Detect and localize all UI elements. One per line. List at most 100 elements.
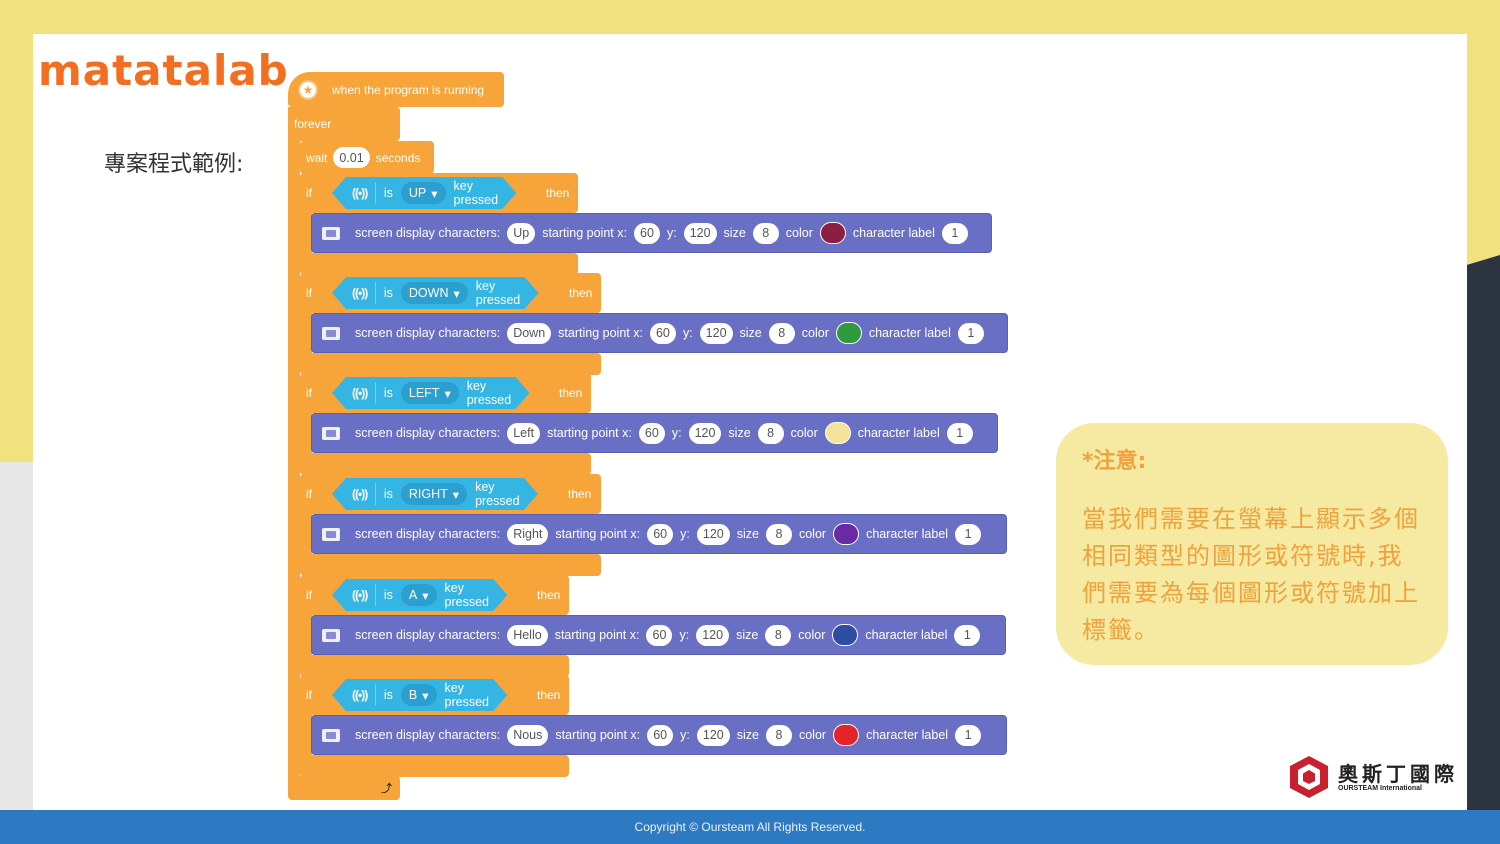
character-label-label: character label (866, 527, 949, 541)
character-label-input[interactable]: 1 (954, 624, 981, 646)
screen-display-label: screen display characters: (355, 326, 501, 340)
color-swatch[interactable] (833, 523, 860, 545)
key-dropdown[interactable]: RIGHT ▾ (401, 483, 467, 505)
y-label: y: (666, 226, 677, 240)
broadcast-icon: ((•)) (352, 186, 368, 200)
divider (375, 684, 376, 706)
character-label-input[interactable]: 1 (957, 322, 984, 344)
size-input[interactable]: 8 (765, 724, 792, 746)
size-input[interactable]: 8 (757, 422, 784, 444)
size-input[interactable]: 8 (765, 523, 792, 545)
y-input[interactable]: 120 (699, 322, 733, 344)
y-input[interactable]: 120 (696, 523, 730, 545)
x-input[interactable]: 60 (647, 724, 674, 746)
y-input[interactable]: 120 (688, 422, 722, 444)
text-input[interactable]: Nous (507, 724, 549, 746)
when-program-running-block[interactable]: ★ when the program is running (288, 72, 504, 107)
forever-arm (288, 138, 300, 778)
y-label: y: (680, 527, 690, 541)
x-input[interactable]: 60 (638, 422, 665, 444)
hat-label: when the program is running (332, 82, 485, 97)
wait-block[interactable]: wait 0.01 seconds (300, 141, 434, 174)
character-label-label: character label (857, 426, 940, 440)
key-pressed-sensor[interactable]: ((•)) is UP ▾ key pressed (332, 177, 516, 209)
divider (375, 584, 376, 606)
wait-label: wait (306, 150, 328, 165)
screen-icon (322, 226, 340, 240)
screen-display-block[interactable]: screen display characters: Right startin… (311, 514, 1007, 554)
color-swatch[interactable] (819, 222, 846, 244)
size-input[interactable]: 8 (765, 624, 792, 646)
starting-point-label: starting point x: (542, 226, 627, 240)
if-arm (300, 411, 312, 455)
screen-display-block[interactable]: screen display characters: Down starting… (311, 313, 1008, 353)
screen-display-block[interactable]: screen display characters: Hello startin… (311, 615, 1006, 655)
text-input[interactable]: Hello (507, 624, 548, 646)
key-pressed-sensor[interactable]: ((•)) is RIGHT ▾ key pressed (332, 478, 538, 510)
text-input[interactable]: Down (507, 322, 552, 344)
key-value: LEFT (408, 386, 440, 400)
y-label: y: (682, 326, 693, 340)
color-swatch[interactable] (832, 624, 859, 646)
size-label: size (736, 628, 759, 642)
screen-icon (322, 426, 340, 440)
if-foot (300, 755, 569, 777)
character-label-input[interactable]: 1 (946, 422, 973, 444)
is-label: is (383, 386, 393, 400)
then-label: then (569, 286, 593, 300)
broadcast-icon: ((•)) (352, 386, 368, 400)
screen-display-block[interactable]: screen display characters: Nous starting… (311, 715, 1007, 755)
forever-block[interactable]: forever (288, 107, 400, 141)
x-input[interactable]: 60 (633, 222, 660, 244)
key-dropdown[interactable]: DOWN ▾ (401, 282, 468, 304)
screen-display-block[interactable]: screen display characters: Up starting p… (311, 213, 992, 253)
color-label: color (798, 628, 826, 642)
wait-value-input[interactable]: 0.01 (333, 147, 370, 168)
y-input[interactable]: 120 (696, 624, 730, 646)
is-label: is (383, 487, 393, 501)
size-input[interactable]: 8 (752, 222, 779, 244)
key-dropdown[interactable]: B ▾ (401, 684, 437, 706)
color-label: color (798, 527, 827, 541)
key-pressed-label: key pressed (475, 480, 520, 508)
y-input[interactable]: 120 (683, 222, 717, 244)
color-swatch[interactable] (833, 724, 860, 746)
oursteam-logo-icon (1290, 756, 1328, 798)
company-name-en: OURSTEAM International (1338, 785, 1423, 792)
text-input[interactable]: Left (507, 422, 541, 444)
key-pressed-sensor[interactable]: ((•)) is B ▾ key pressed (332, 679, 507, 711)
x-input[interactable]: 60 (649, 322, 676, 344)
key-pressed-sensor[interactable]: ((•)) is LEFT ▾ key pressed (332, 377, 530, 409)
x-input[interactable]: 60 (647, 523, 674, 545)
text-input[interactable]: Right (507, 523, 549, 545)
divider (375, 483, 376, 505)
key-pressed-sensor[interactable]: ((•)) is DOWN ▾ key pressed (332, 277, 539, 309)
text-input[interactable]: Up (507, 222, 536, 244)
broadcast-icon: ((•)) (352, 688, 368, 702)
y-input[interactable]: 120 (696, 724, 730, 746)
character-label-input[interactable]: 1 (941, 222, 968, 244)
then-label: then (546, 186, 570, 200)
character-label-label: character label (865, 628, 948, 642)
character-label-input[interactable]: 1 (955, 724, 982, 746)
character-label-input[interactable]: 1 (955, 523, 982, 545)
screen-display-block[interactable]: screen display characters: Left starting… (311, 413, 998, 453)
divider (375, 382, 376, 404)
chevron-down-icon: ▾ (422, 588, 429, 603)
color-swatch[interactable] (835, 322, 862, 344)
key-dropdown[interactable]: UP ▾ (401, 182, 446, 204)
color-swatch[interactable] (824, 422, 851, 444)
is-label: is (383, 186, 393, 200)
key-dropdown[interactable]: A ▾ (401, 584, 437, 606)
if-label: if (306, 588, 312, 602)
then-label: then (568, 487, 592, 501)
note-title: *注意: (1082, 449, 1147, 474)
starting-point-label: starting point x: (547, 426, 632, 440)
is-label: is (383, 688, 393, 702)
size-input[interactable]: 8 (768, 322, 795, 344)
key-dropdown[interactable]: LEFT ▾ (401, 382, 459, 404)
then-label: then (559, 386, 583, 400)
key-pressed-sensor[interactable]: ((•)) is A ▾ key pressed (332, 579, 507, 611)
key-value: RIGHT (408, 487, 448, 501)
x-input[interactable]: 60 (646, 624, 673, 646)
